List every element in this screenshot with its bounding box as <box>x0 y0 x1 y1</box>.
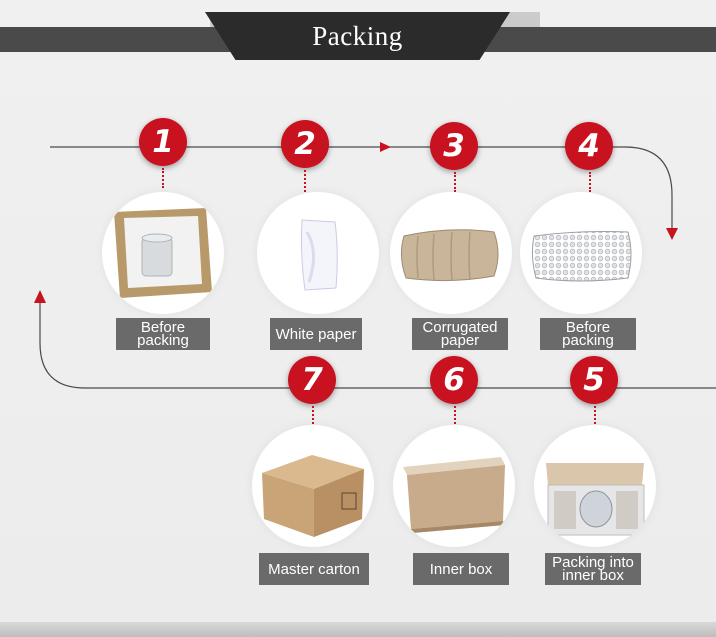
step-4-badge: 4 <box>565 122 613 170</box>
flow-arrow-right-icon <box>380 142 391 152</box>
step-3-connector <box>454 172 456 192</box>
step-3-badge: 3 <box>430 122 478 170</box>
step-2-label: White paper <box>270 318 362 350</box>
step-1-label: Before packing <box>116 318 210 350</box>
step-3-image <box>390 192 512 314</box>
step-5-badge: 5 <box>570 356 618 404</box>
step-5-label: Packing into inner box <box>545 553 641 585</box>
step-3-label: Corrugated paper <box>412 318 508 350</box>
step-1-badge: 1 <box>139 118 187 166</box>
step-4-image <box>520 192 642 314</box>
step-2-connector <box>304 170 306 192</box>
step-1-image <box>102 192 224 314</box>
step-2-image <box>257 192 379 314</box>
step-6-label: Inner box <box>413 553 509 585</box>
step-7-label: Master carton <box>259 553 369 585</box>
step-6-badge: 6 <box>430 356 478 404</box>
step-7-badge: 7 <box>288 356 336 404</box>
step-6-image <box>393 425 515 547</box>
flow-arrow-up-icon <box>34 290 46 303</box>
step-5-image <box>534 425 656 547</box>
step-2-badge: 2 <box>281 120 329 168</box>
bottom-shade <box>0 622 716 637</box>
step-7-image <box>252 425 374 547</box>
flow-arrow-down-icon <box>666 228 678 240</box>
step-4-connector <box>589 172 591 192</box>
step-1-connector <box>162 168 164 188</box>
step-4-label: Before packing <box>540 318 636 350</box>
